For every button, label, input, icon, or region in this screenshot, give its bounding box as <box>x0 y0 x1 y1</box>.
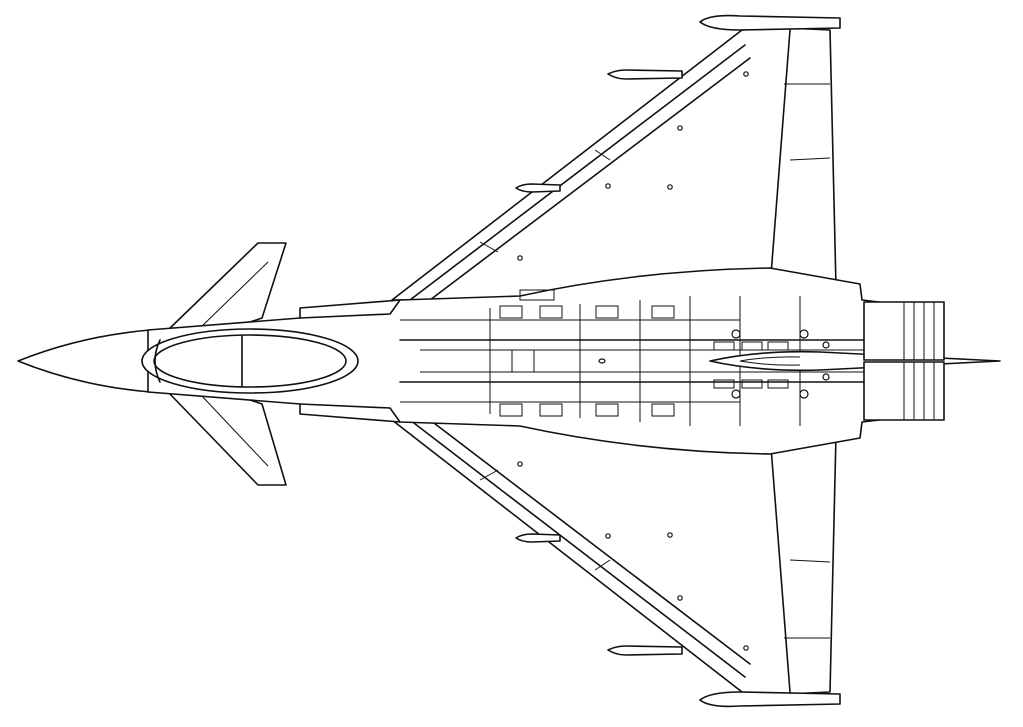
fuselage <box>17 267 1001 455</box>
lower-canard <box>167 391 287 486</box>
upper-canard <box>167 242 287 331</box>
lower-main-wing <box>391 419 841 708</box>
upper-main-wing <box>391 14 841 301</box>
